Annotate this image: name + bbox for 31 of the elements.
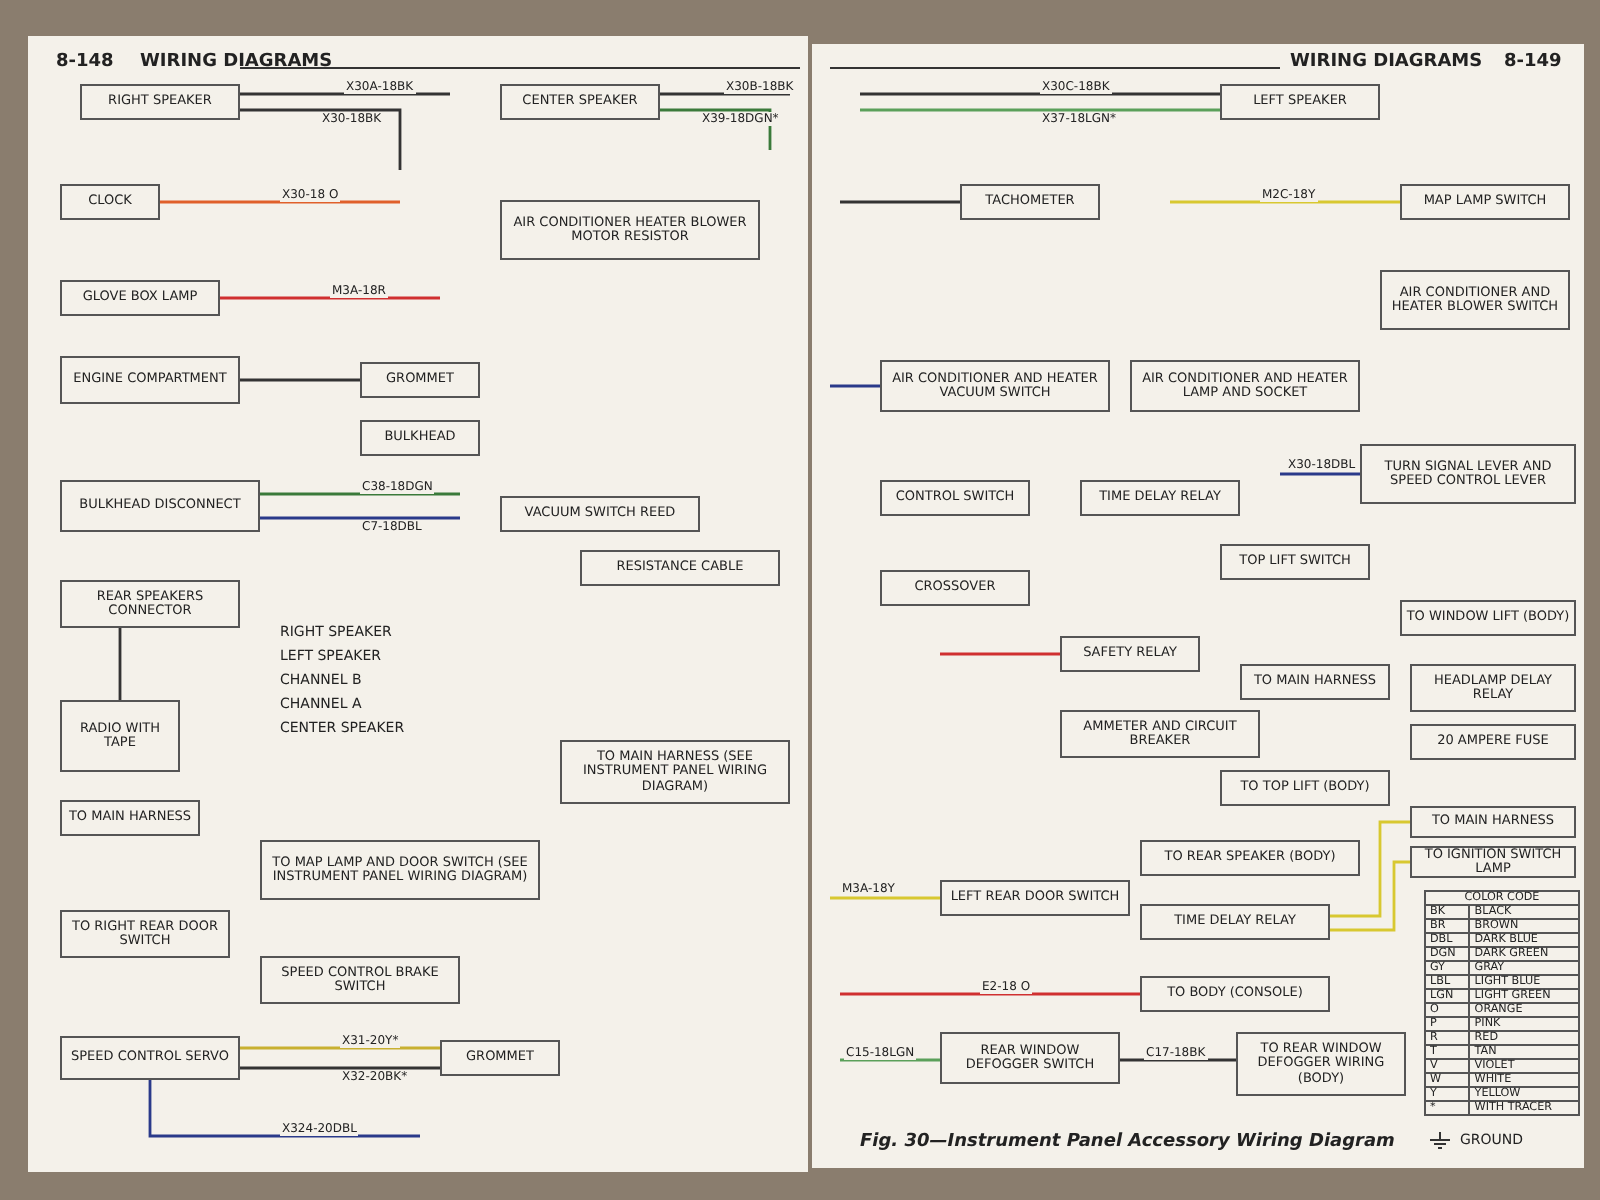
wire	[1120, 1058, 1236, 1062]
page-heading: WIRING DIAGRAMS	[1290, 52, 1483, 72]
page-number: 8-149	[1504, 52, 1562, 72]
wire	[840, 1058, 940, 1062]
wire	[240, 1066, 440, 1070]
wire	[840, 200, 960, 204]
wire	[1330, 820, 1410, 918]
wire	[660, 92, 790, 96]
wire	[1330, 860, 1410, 932]
wire	[240, 378, 360, 382]
page-heading: WIRING DIAGRAMS	[140, 52, 333, 72]
wire	[148, 1080, 420, 1138]
wire	[830, 896, 940, 900]
wire	[240, 1046, 440, 1050]
wire	[940, 652, 1060, 656]
wire	[240, 108, 402, 170]
wire	[1170, 200, 1400, 204]
wire	[840, 992, 1140, 996]
figure-caption: Fig. 30—Instrument Panel Accessory Wiring Diagram	[860, 1132, 1395, 1152]
wire	[260, 492, 460, 496]
wire	[860, 108, 1220, 112]
wire	[118, 628, 122, 700]
wire	[240, 92, 450, 96]
wire	[260, 516, 460, 520]
wire	[220, 296, 440, 300]
page-number: 8-148	[56, 52, 114, 72]
wire	[660, 108, 772, 150]
wire	[1280, 472, 1360, 476]
wire	[860, 92, 1220, 96]
wire	[830, 384, 880, 388]
wire	[160, 200, 400, 204]
